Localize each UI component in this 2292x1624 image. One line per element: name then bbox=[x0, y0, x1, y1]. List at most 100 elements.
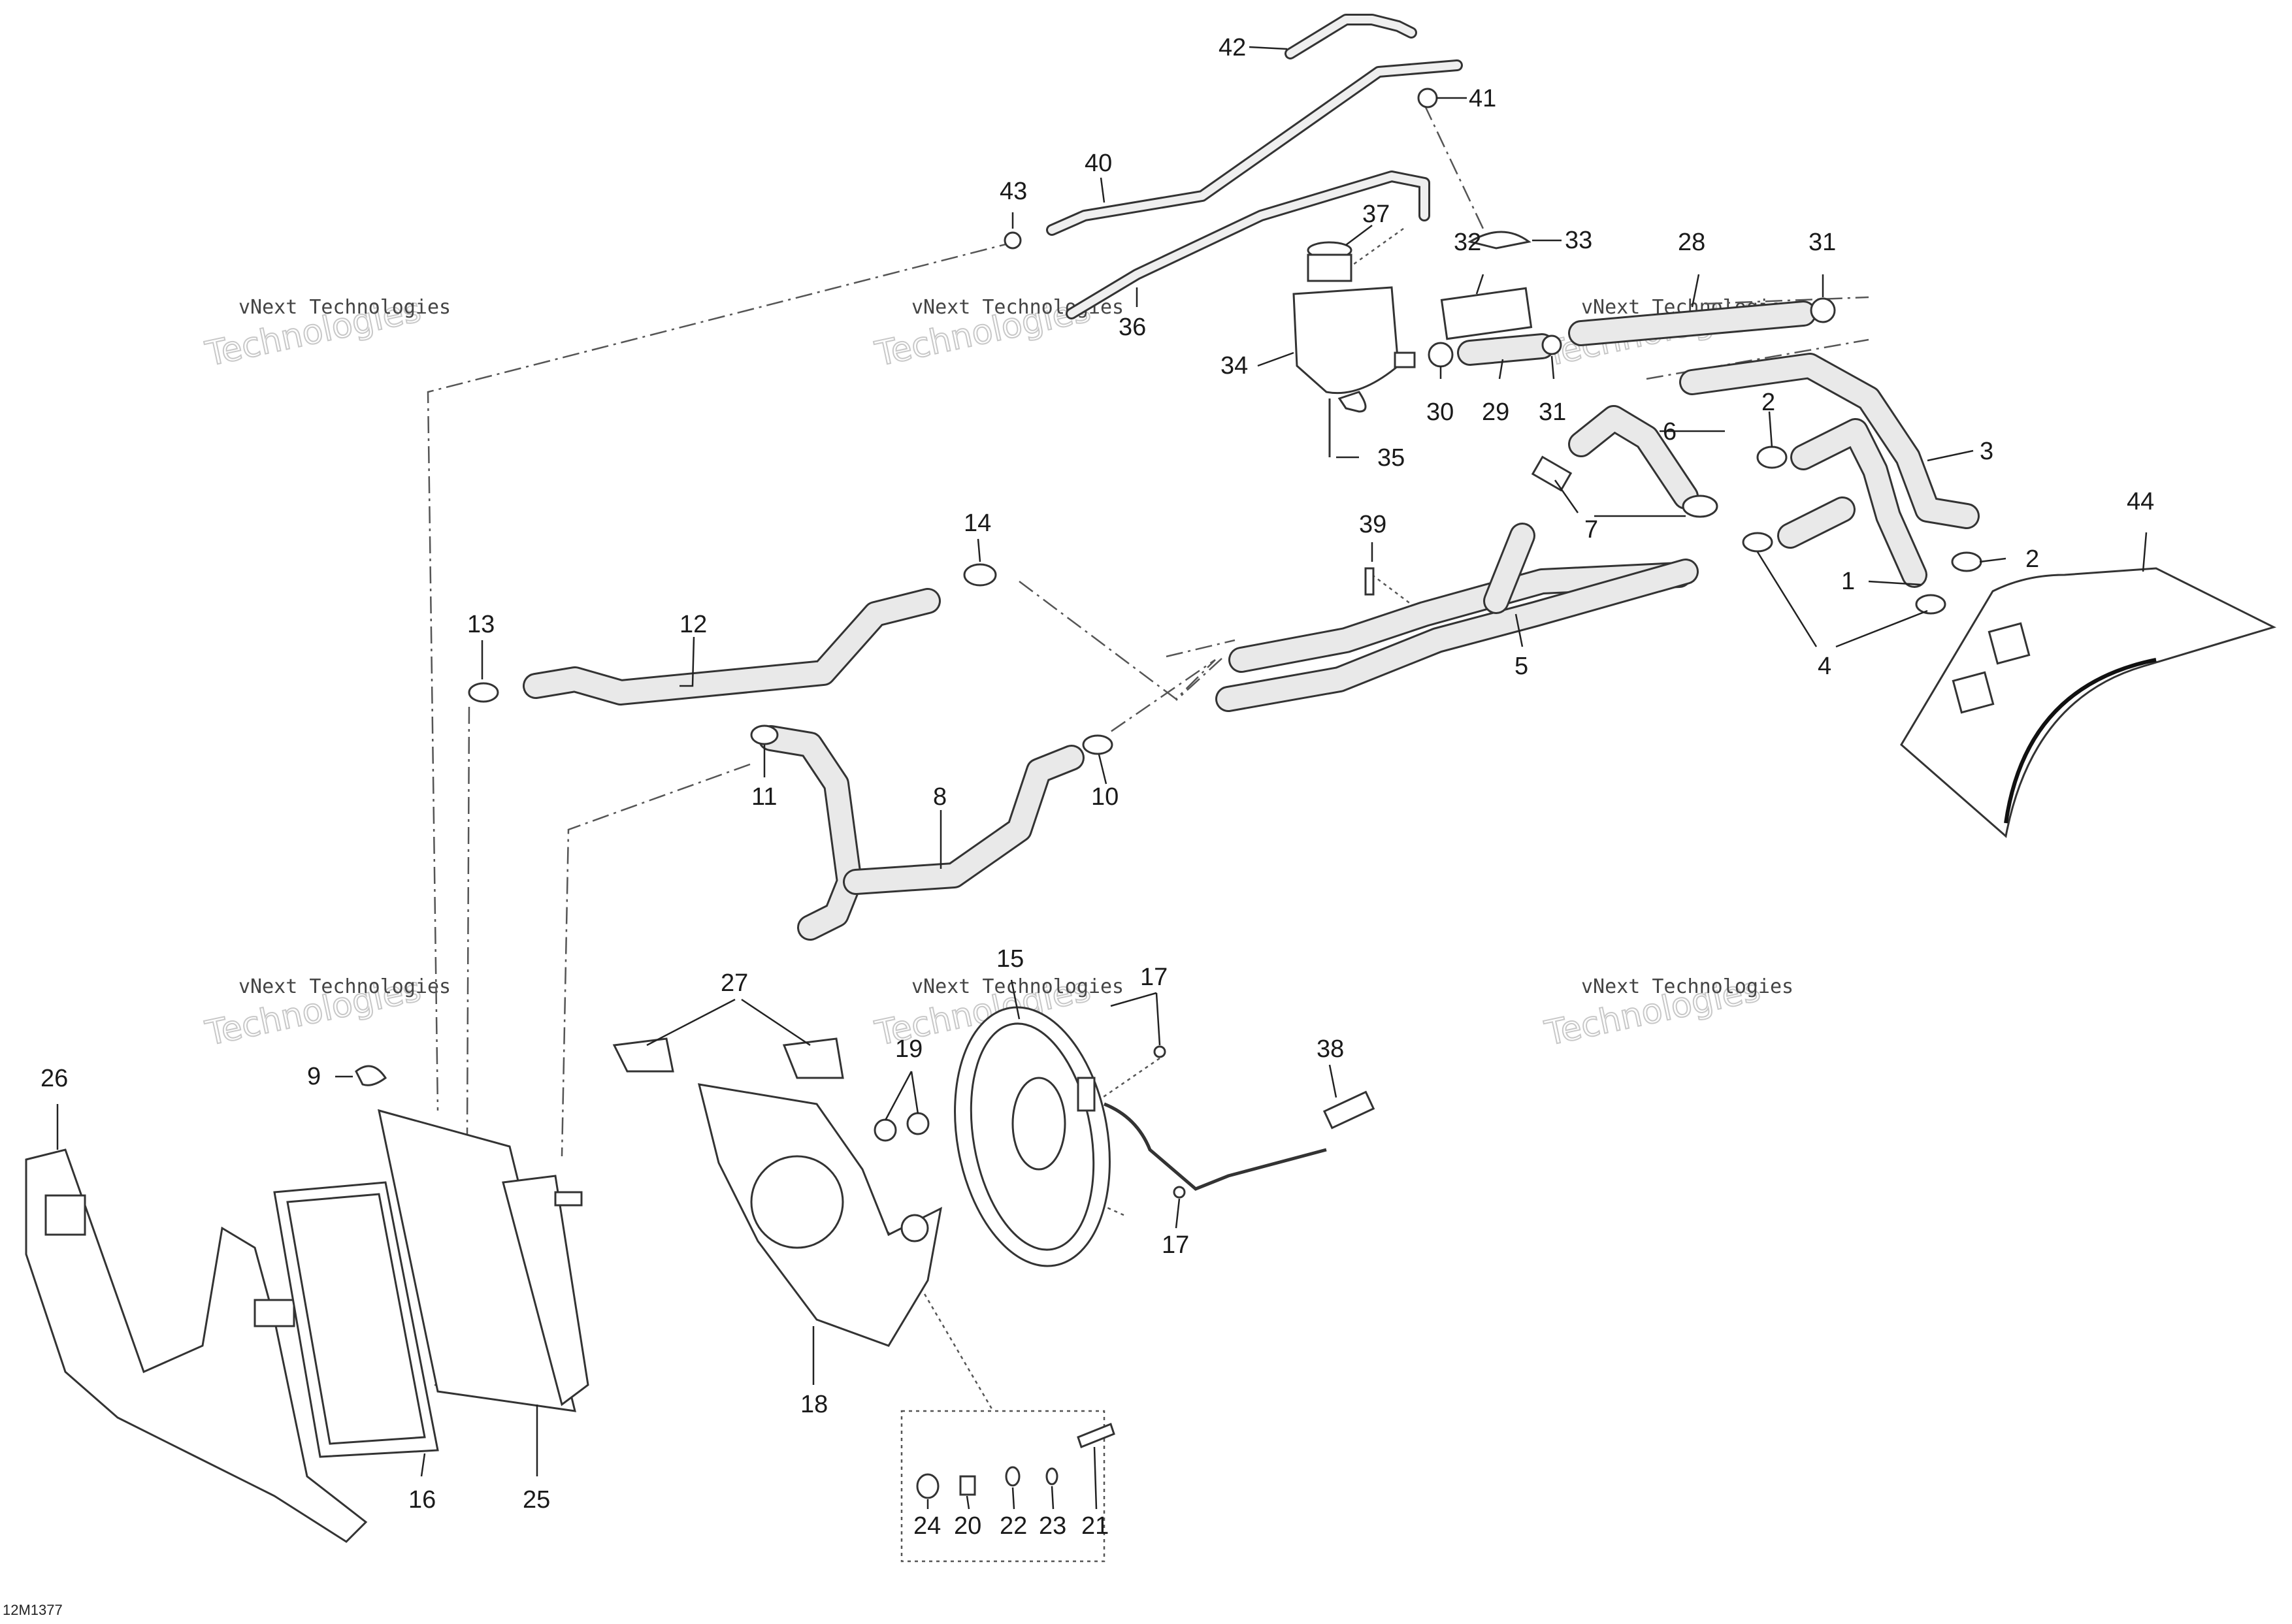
hose-path bbox=[845, 747, 1083, 893]
callout-2: 2 bbox=[1761, 389, 1775, 416]
part-7-clamp-b bbox=[1531, 455, 1573, 492]
part-17-nut-b bbox=[1173, 1186, 1186, 1199]
leader-17b bbox=[1175, 1198, 1181, 1229]
assembly-line bbox=[561, 763, 751, 1157]
part-24-grommet bbox=[916, 1473, 940, 1499]
panel-body bbox=[1900, 567, 2277, 838]
callout-20: 20 bbox=[954, 1512, 981, 1540]
part-2-clamp bbox=[1756, 446, 1788, 469]
callout-9: 9 bbox=[307, 1063, 321, 1090]
part-4-clamp bbox=[1742, 532, 1773, 553]
part-21-bolt bbox=[1077, 1423, 1115, 1448]
reservoir-outlet bbox=[1337, 391, 1367, 413]
part-28-hose bbox=[1568, 300, 1816, 346]
callout-42: 42 bbox=[1219, 34, 1246, 61]
hose-path bbox=[525, 590, 939, 704]
radiator-inlet bbox=[554, 1191, 583, 1207]
callout-4: 4 bbox=[1818, 653, 1831, 680]
radiator-core bbox=[378, 1109, 576, 1412]
assembly-lines bbox=[427, 104, 1869, 1412]
hose-path bbox=[1570, 407, 1697, 508]
hose-path bbox=[760, 727, 860, 939]
part-18-fan-shroud bbox=[697, 1083, 943, 1347]
reservoir-neck bbox=[1307, 253, 1352, 282]
fan-hub bbox=[1011, 1077, 1066, 1171]
leader-lines bbox=[56, 46, 2148, 1510]
panel-edge bbox=[2004, 658, 2157, 824]
callout-26: 26 bbox=[41, 1065, 68, 1092]
callout-35: 35 bbox=[1377, 444, 1405, 472]
watermark: Technologies vNext Technologies bbox=[1541, 969, 1793, 1054]
part-27-bracket bbox=[612, 1037, 674, 1073]
part-7-clamp bbox=[1682, 495, 1718, 518]
part-22-washer bbox=[1005, 1466, 1021, 1487]
reservoir-nipple bbox=[1394, 351, 1416, 368]
callout-25: 25 bbox=[523, 1486, 550, 1514]
callout-3: 3 bbox=[1980, 438, 1993, 465]
part-31-clamp bbox=[1541, 334, 1562, 355]
callout-labels: 42 41 40 43 37 32 33 28 31 36 34 30 29 3… bbox=[41, 34, 2154, 1540]
watermark-text: vNext Technologies bbox=[911, 975, 1124, 998]
hose-path bbox=[1459, 335, 1553, 364]
part-43-clamp bbox=[1004, 231, 1022, 250]
leader-28 bbox=[1691, 274, 1700, 308]
shroud-slot bbox=[254, 1299, 295, 1327]
callout-14: 14 bbox=[964, 510, 991, 537]
radiator-tank bbox=[502, 1175, 589, 1406]
part-2-clamp-b bbox=[1951, 551, 1982, 572]
assembly-line bbox=[427, 240, 1017, 1111]
part-16-radiator-screen bbox=[273, 1181, 439, 1458]
leader-40 bbox=[1100, 177, 1105, 203]
hose-path bbox=[1779, 498, 1854, 547]
leader-23 bbox=[1051, 1486, 1055, 1510]
leader-12 bbox=[679, 636, 695, 687]
callout-43: 43 bbox=[1000, 178, 1027, 205]
callout-38: 38 bbox=[1317, 1035, 1344, 1063]
leader-31 bbox=[1550, 355, 1555, 380]
hardware-kit-box bbox=[900, 1410, 1105, 1563]
leader-5 bbox=[1514, 613, 1524, 647]
leader-29 bbox=[1498, 359, 1504, 380]
callout-2b: 2 bbox=[2025, 545, 2039, 573]
part-41-clamp bbox=[1417, 88, 1438, 108]
assembly-line bbox=[1166, 639, 1236, 658]
leader-1 bbox=[1868, 580, 1922, 586]
leader-42 bbox=[1249, 46, 1288, 50]
hose-path bbox=[1570, 302, 1814, 344]
callout-17b: 17 bbox=[1162, 1231, 1189, 1259]
part-31-clamp-b bbox=[1810, 297, 1836, 323]
callout-41: 41 bbox=[1469, 85, 1496, 112]
fan-bracket bbox=[1077, 1077, 1096, 1112]
part-42-vent-hose bbox=[1285, 14, 1417, 59]
pipe-path bbox=[1217, 560, 1697, 710]
callout-31: 31 bbox=[1539, 398, 1566, 426]
callout-39: 39 bbox=[1359, 511, 1386, 538]
leader-37 bbox=[1345, 225, 1373, 246]
part-15-radiator-fan bbox=[954, 1006, 1111, 1267]
callout-33: 33 bbox=[1565, 227, 1592, 254]
screen-mesh bbox=[286, 1193, 426, 1445]
assembly-line bbox=[1019, 581, 1216, 733]
pipe-path bbox=[1485, 525, 1533, 612]
leader-14 bbox=[977, 538, 981, 562]
leader-17 bbox=[1110, 992, 1161, 1046]
part-25-radiator bbox=[378, 1109, 589, 1412]
part-4-clamp-b bbox=[1915, 594, 1946, 615]
part-6-hose bbox=[1568, 405, 1699, 510]
leader-4 bbox=[1756, 551, 1928, 648]
callout-15: 15 bbox=[996, 945, 1024, 973]
part-39-bolt bbox=[1364, 567, 1375, 596]
leader-15 bbox=[1010, 979, 1021, 1020]
panel-port bbox=[1952, 671, 1995, 714]
leader-16 bbox=[420, 1453, 426, 1477]
shroud-body bbox=[25, 1148, 368, 1543]
shroud-hole bbox=[900, 1214, 929, 1242]
callout-40: 40 bbox=[1085, 150, 1112, 177]
pipe-path bbox=[1230, 564, 1690, 671]
part-30-clamp bbox=[1428, 342, 1454, 368]
connector-plug bbox=[1322, 1090, 1375, 1129]
part-19-grommet-b bbox=[906, 1112, 930, 1135]
assembly-line bbox=[1705, 296, 1869, 305]
callout-11: 11 bbox=[751, 783, 777, 811]
